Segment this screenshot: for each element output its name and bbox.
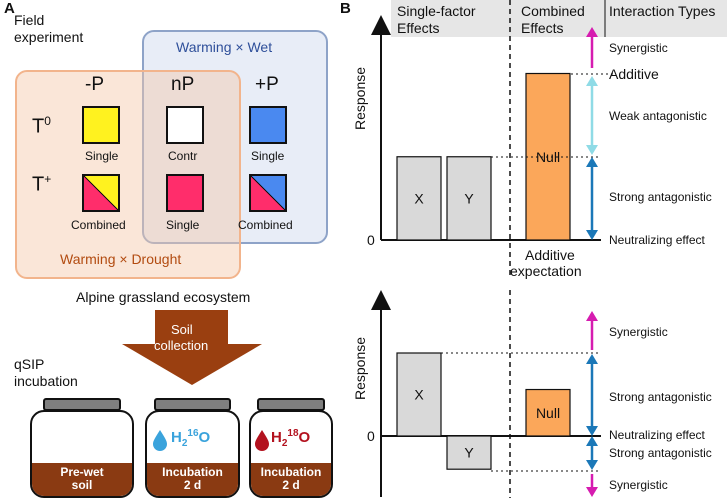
- cell-tplus-plus-p: [249, 174, 287, 212]
- water-formula-18: H218O: [271, 428, 311, 449]
- cell-t0-np: [166, 106, 204, 144]
- cell-label: Combined: [238, 218, 293, 232]
- col-header-plus-p: +P: [255, 74, 279, 95]
- y-axis-label-bottom: Response: [352, 336, 368, 400]
- cell-tplus-np: [166, 174, 204, 212]
- jar-body: [30, 410, 134, 498]
- header-band: [391, 0, 727, 37]
- row-header-t0: T0: [32, 114, 51, 138]
- qsip-line2: incubation: [14, 373, 78, 389]
- cell-tplus-minus-p: [82, 174, 120, 212]
- cell-label: Single: [251, 149, 285, 163]
- warming-wet-label: Warming × Wet: [176, 39, 273, 55]
- bar-label-y: Y: [464, 445, 474, 461]
- header-single-line1: Single-factor: [397, 3, 476, 19]
- panel-a-letter: A: [4, 0, 15, 17]
- cell-label: Single: [166, 218, 200, 232]
- blood-drop-icon: [255, 430, 269, 451]
- bar-y: [446, 435, 492, 470]
- header-combined-line1: Combined: [521, 3, 585, 19]
- header-combined-line2: Effects: [521, 20, 564, 36]
- top-label-weak-antagonistic: Weak antagonistic: [609, 109, 707, 123]
- col-header-minus-p: -P: [85, 74, 104, 95]
- bottom-label-strong-antagonistic: Strong antagonistic: [609, 390, 712, 404]
- bar-y: [446, 156, 492, 241]
- bottom-label-synergistic: Synergistic: [609, 325, 668, 339]
- bottom-label-synergistic-2: Synergistic: [609, 478, 668, 492]
- qsip-line1: qSIP: [14, 356, 45, 372]
- row-header-tplus: T+: [32, 172, 52, 196]
- header-single-line2: Effects: [397, 20, 440, 36]
- bar-x: [396, 156, 442, 241]
- bar-null: [525, 388, 571, 437]
- bar-label-x: X: [414, 190, 424, 206]
- bar-label-y: Y: [464, 190, 474, 206]
- top-label-strong-antagonistic: Strong antagonistic: [609, 190, 712, 204]
- jar-body: [249, 410, 333, 498]
- top-label-synergistic: Synergistic: [609, 41, 668, 55]
- zero-tick-top: 0: [367, 232, 375, 248]
- field-experiment-line2: experiment: [14, 29, 84, 45]
- panel-b-letter: B: [340, 0, 351, 17]
- ecosystem-label: Alpine grassland ecosystem: [76, 289, 251, 305]
- cell-label: Combined: [71, 218, 126, 232]
- bottom-label-neutralizing: Neutralizing effect: [609, 428, 705, 442]
- soil-collection-line2: collection: [154, 338, 209, 353]
- cell-label: Contr: [168, 149, 198, 163]
- top-label-additive: Additive: [609, 66, 659, 82]
- water-formula-16: H216O: [171, 428, 211, 449]
- header-interaction: Interaction Types: [609, 3, 716, 19]
- cell-t0-plus-p: [249, 106, 287, 144]
- y-axis-label-top: Response: [352, 66, 368, 130]
- additive-expectation-line2: expectation: [510, 263, 582, 279]
- col-header-np: nP: [171, 74, 195, 95]
- bottom-label-strong-antagonistic-2: Strong antagonistic: [609, 446, 712, 460]
- soil-collection-arrow: [122, 310, 262, 385]
- cell-label: Single: [85, 149, 119, 163]
- jar-body: [145, 410, 240, 498]
- field-experiment-line1: Field: [14, 12, 45, 28]
- water-drop-icon: [153, 430, 167, 451]
- zero-tick-bottom: 0: [367, 428, 375, 444]
- warming-drought-label: Warming × Drought: [60, 251, 182, 267]
- additive-expectation-line1: Additive: [525, 247, 575, 263]
- cell-t0-minus-p: [82, 106, 120, 144]
- bar-x: [396, 352, 442, 437]
- bar-label-null: Null: [536, 405, 560, 421]
- bar-label-x: X: [414, 387, 424, 403]
- top-label-neutralizing: Neutralizing effect: [609, 233, 705, 247]
- soil-collection-line1: Soil: [171, 322, 193, 337]
